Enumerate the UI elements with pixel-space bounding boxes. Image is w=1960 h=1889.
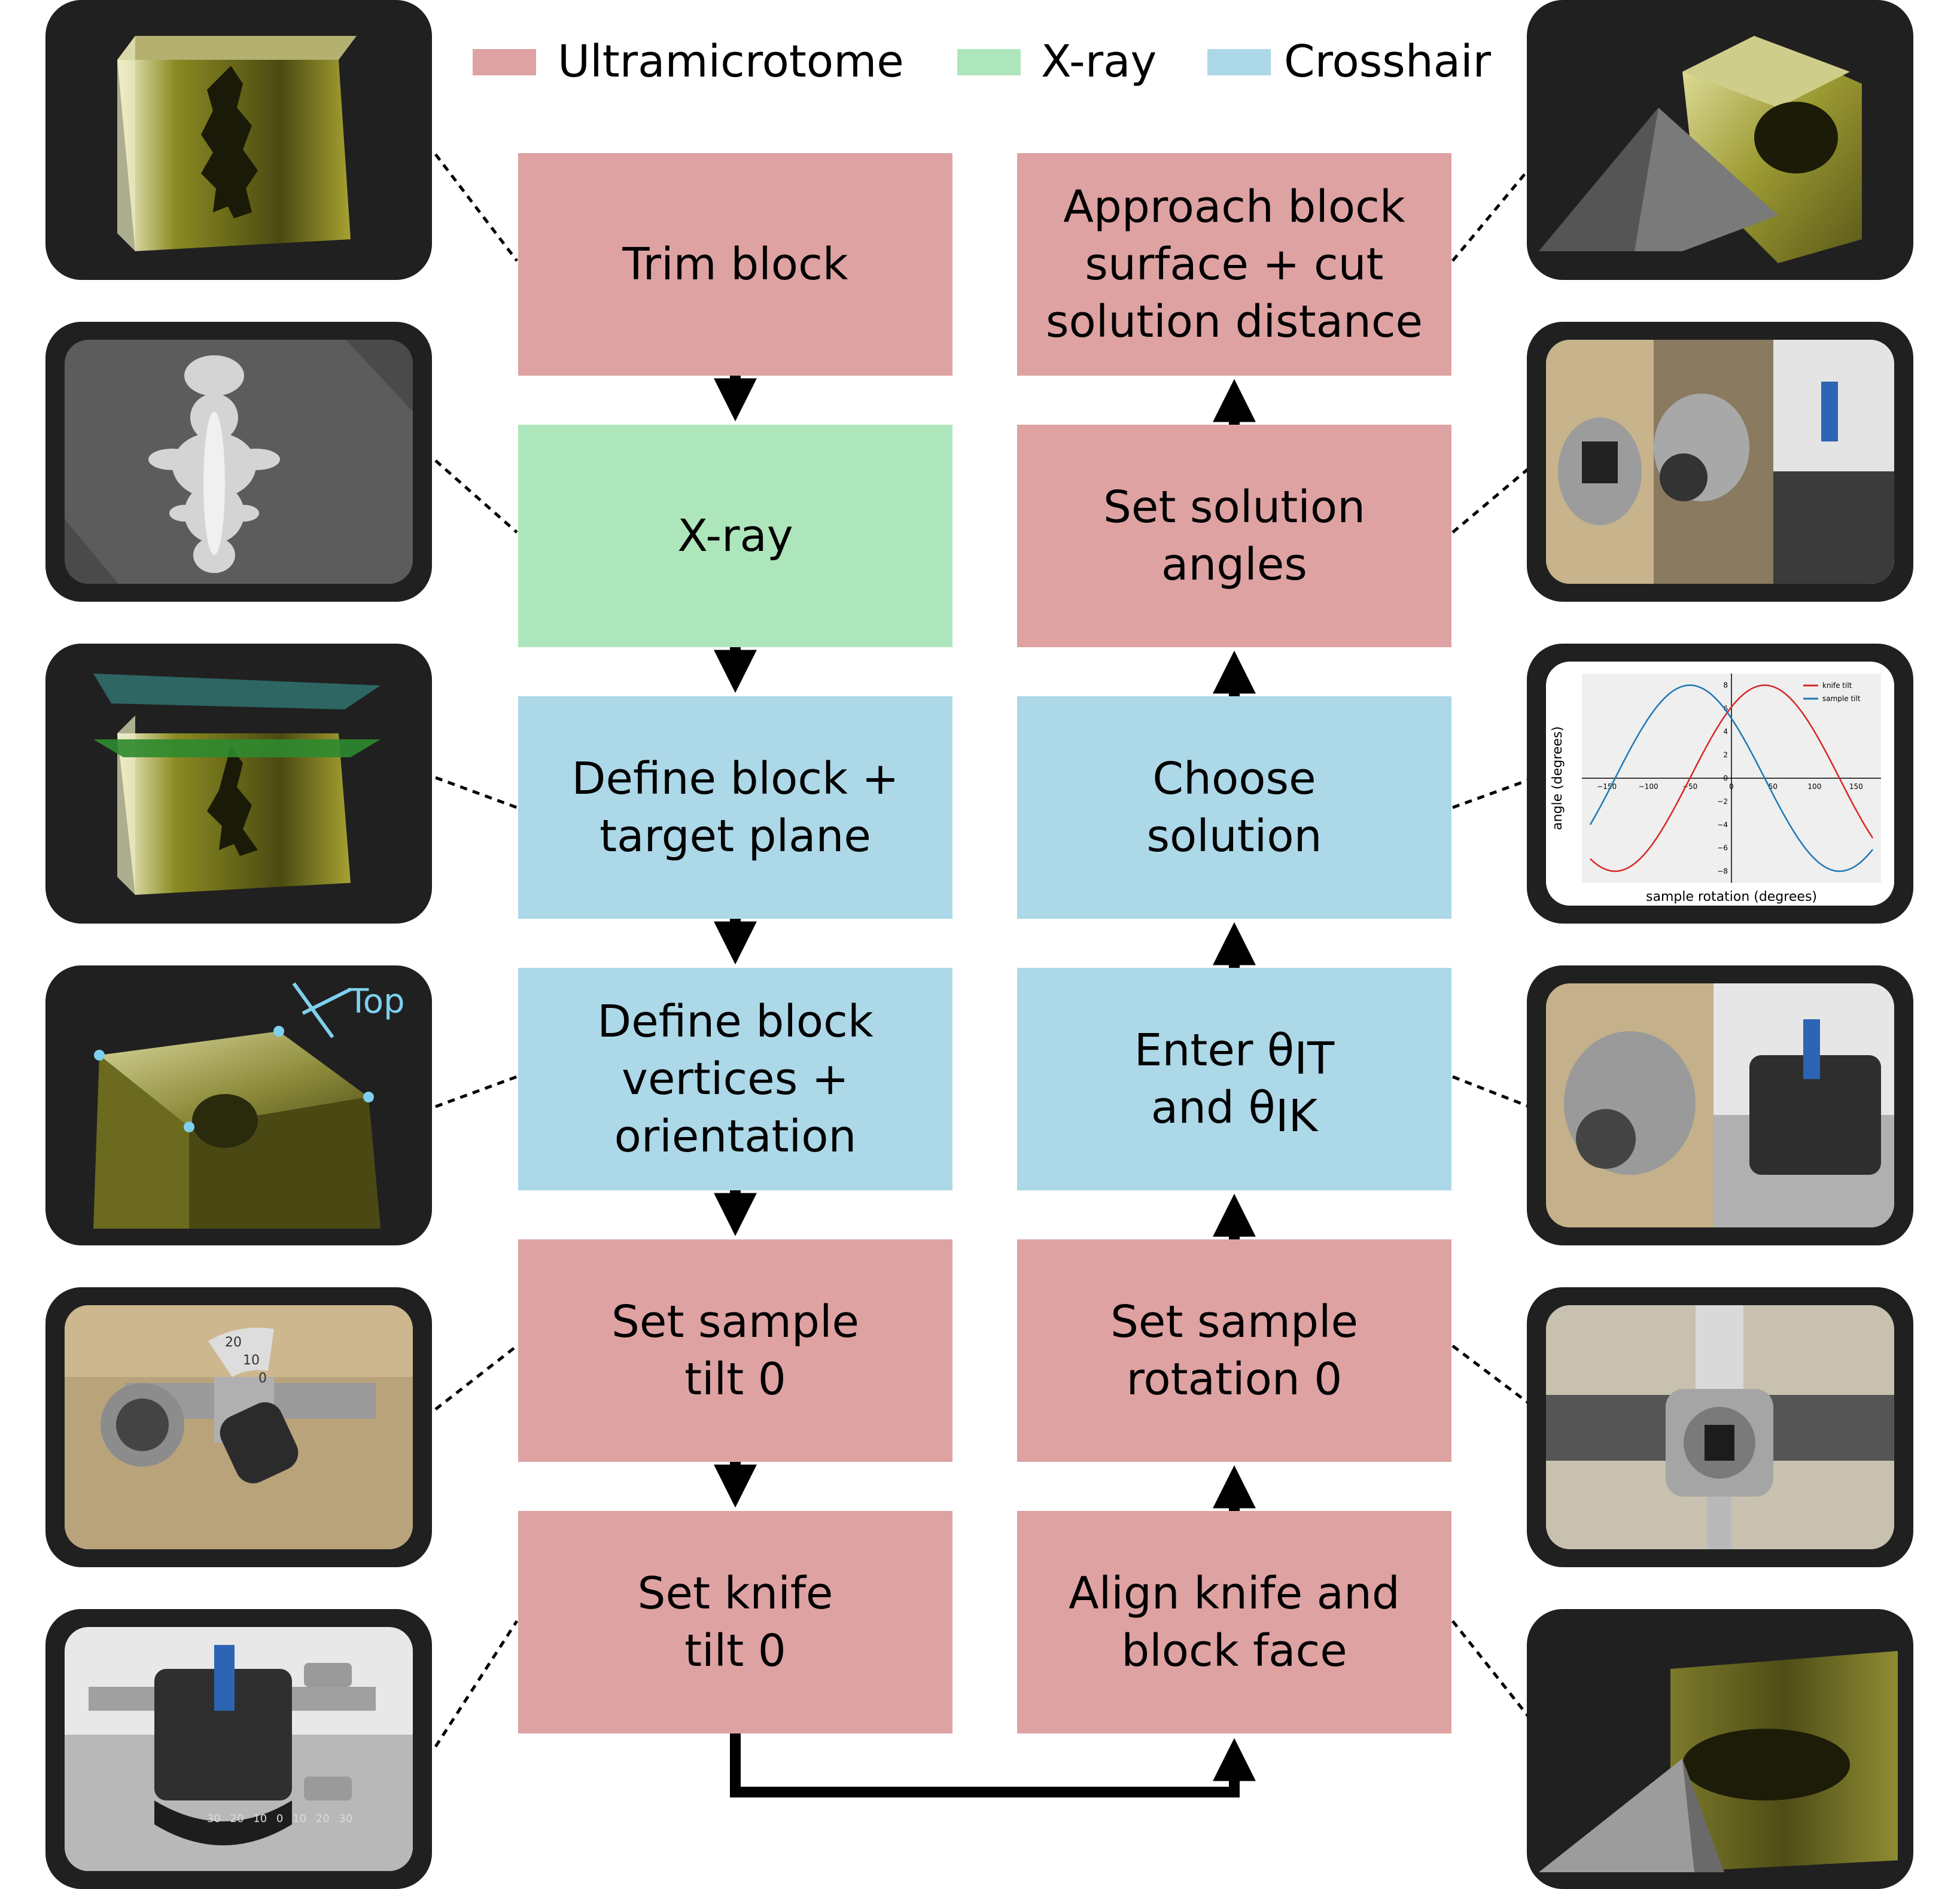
top-orientation-label: Top [348, 982, 405, 1021]
chart-x-axis-label: sample rotation (degrees) [1646, 889, 1817, 904]
chart-legend-label: knife tilt [1822, 681, 1852, 690]
dial-tick: 10 [293, 1812, 307, 1825]
step-enter-theta: Enter θIT and θIK [1017, 968, 1451, 1190]
step-label: Enter θIT and θIK [1134, 1022, 1335, 1142]
step-trim-block: Trim block [518, 153, 952, 376]
sample-tilt-dial-label: 0 [258, 1371, 267, 1386]
dial-tick: 30 [207, 1812, 221, 1825]
chart-series-knife-tilt [1590, 684, 1874, 872]
thumb-block-vertices: Top [45, 965, 432, 1245]
chart-y-tick-label: 2 [1723, 751, 1728, 759]
dial-tick: 20 [230, 1812, 244, 1825]
theta-line2: and θ [1151, 1082, 1276, 1134]
step-label: Trim block [622, 239, 848, 290]
thumb-sample-tilt-photo: 20 10 0 [45, 1287, 432, 1567]
legend-swatch-crosshair [1207, 49, 1271, 75]
dial-tick: 10 [253, 1812, 267, 1825]
step-set-solution-angles: Set solution angles [1017, 425, 1451, 647]
step-label: Set knife tilt 0 [637, 1568, 833, 1677]
thumb-block-with-planes [45, 644, 432, 924]
chart-y-axis-label: angle (degrees) [1550, 726, 1565, 830]
step-label: Choose solution [1146, 753, 1322, 862]
thumb-xray-image [45, 322, 432, 602]
thumb-align-knife [1527, 1609, 1913, 1889]
chart-y-tick-label: 6 [1723, 704, 1728, 712]
chart-x-tick-label: −100 [1639, 782, 1658, 791]
theta-sub-ik: IK [1275, 1090, 1318, 1142]
chart-x-tick-label: −150 [1597, 782, 1617, 791]
step-label: Approach block surface + cut solution di… [1045, 181, 1423, 348]
thumb-trimmed-block [45, 0, 432, 280]
step-label: Define block + target plane [571, 753, 899, 862]
thumb-sample-rotation-photo [1527, 1287, 1913, 1567]
thumb-approach-block [1527, 0, 1913, 280]
step-label: Set solution angles [1103, 482, 1366, 590]
step-label: X-ray [677, 510, 793, 562]
chart-y-tick-label: −4 [1717, 821, 1728, 829]
dial-tick: 0 [276, 1812, 284, 1825]
step-choose-solution: Choose solution [1017, 696, 1451, 919]
legend-swatch-xray [957, 49, 1021, 75]
chart-y-tick-label: −6 [1717, 844, 1728, 852]
knife-dial-ticks: 30 20 10 0 10 20 30 [207, 1812, 352, 1825]
dial-tick: 30 [339, 1812, 353, 1825]
step-define-block-vertices: Define block vertices + orientation [518, 968, 952, 1190]
chart-y-tick-label: 4 [1723, 727, 1728, 736]
step-xray: X-ray [518, 425, 952, 647]
chart-y-tick-label: 0 [1723, 774, 1728, 782]
chart-legend-label: sample tilt [1822, 694, 1861, 703]
step-label: Set sample tilt 0 [611, 1296, 860, 1405]
thumb-knife-tilt-photo: 30 20 10 0 10 20 30 [45, 1609, 432, 1889]
legend-label-crosshair: Crosshair [1284, 36, 1492, 87]
step-define-block-target-plane: Define block + target plane [518, 696, 952, 919]
chart-y-tick-label: −2 [1717, 797, 1728, 806]
legend-label-xray: X-ray [1041, 36, 1157, 87]
sample-tilt-dial-label: 20 [225, 1335, 242, 1350]
dial-tick: 20 [315, 1812, 330, 1825]
theta-line1: Enter θ [1134, 1025, 1295, 1076]
sample-tilt-dial-label: 10 [243, 1353, 260, 1368]
chart-y-tick-label: −8 [1717, 867, 1728, 876]
legend-label-ultramicrotome: Ultramicrotome [558, 36, 904, 87]
step-label: Define block vertices + orientation [597, 996, 874, 1162]
legend-swatch-ultramicrotome [473, 49, 536, 75]
chart-x-tick-label: 0 [1729, 782, 1734, 791]
chart-y-tick-label: 8 [1723, 681, 1728, 689]
theta-sub-it: IT [1294, 1033, 1335, 1084]
thumb-enter-theta-photo [1527, 965, 1913, 1245]
thumb-solution-angles-photo [1527, 322, 1913, 602]
chart-x-tick-label: 150 [1849, 782, 1863, 791]
step-label: Align knife and block face [1069, 1568, 1400, 1677]
step-approach-block-surface: Approach block surface + cut solution di… [1017, 153, 1451, 376]
step-align-knife-block-face: Align knife and block face [1017, 1511, 1451, 1733]
step-set-sample-tilt: Set sample tilt 0 [518, 1239, 952, 1462]
chart-series-sample-tilt [1589, 684, 1874, 872]
step-set-knife-tilt: Set knife tilt 0 [518, 1511, 952, 1733]
step-label: Set sample rotation 0 [1110, 1296, 1359, 1405]
chart-x-tick-label: 100 [1807, 782, 1821, 791]
step-set-sample-rotation: Set sample rotation 0 [1017, 1239, 1451, 1462]
resin-block-icon [117, 36, 357, 251]
orientation-arrow-icon [292, 982, 334, 1038]
